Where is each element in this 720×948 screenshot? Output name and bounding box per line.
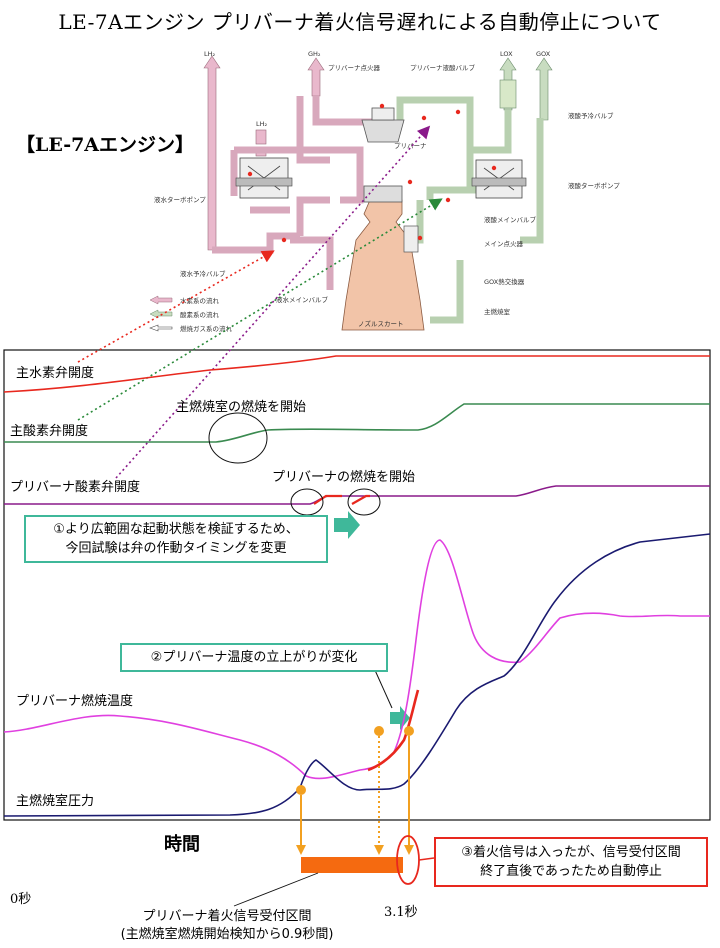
- lh2-turbopump-icon: [235, 157, 293, 199]
- label-lox-precool-valve: 液酸予冷バルブ: [568, 111, 614, 120]
- note3-line1: ③着火信号は入ったが、信号受付区間: [461, 845, 681, 860]
- preburner-icon: [361, 107, 405, 143]
- label-lox: LOX: [500, 50, 513, 58]
- legend-oxygen: 酸素系の流れ: [180, 310, 220, 319]
- window-label-line2: (主燃焼室燃焼開始検知から0.9秒間): [120, 927, 334, 942]
- window-label-line1: プリバーナ着火信号受付区間: [142, 909, 312, 924]
- engine-label: 【LE-7Aエンジン】: [16, 134, 195, 156]
- pb-temp-curve: [3, 539, 710, 780]
- lox-turbopump-icon: [471, 159, 527, 199]
- label-lh2-mid: LH₂: [256, 120, 268, 128]
- hydrogen-piping: [212, 96, 380, 290]
- note2-leader: [373, 667, 393, 709]
- label-gh2: GH₂: [308, 50, 321, 58]
- pb-valve-timing-change: [313, 494, 370, 505]
- note1-box: ①より広範囲な起動状態を検証するため、 今回試験は弁の作動タイミングを変更: [24, 515, 328, 563]
- t-end-label: 3.1秒: [384, 905, 418, 920]
- gox-heat-exchanger-icon: [403, 225, 419, 253]
- chart-frame: [3, 349, 711, 821]
- label-main-combustor: 主燃焼室: [484, 307, 511, 316]
- note2-arrow-icon: [390, 706, 410, 730]
- legend-combustion-gas: 燃焼ガス系の流れ: [180, 324, 233, 333]
- leader-o2-valve: [77, 198, 443, 421]
- main-h2-valve-curve: [3, 355, 710, 393]
- label-lh2-main-valve: 液水メインバルブ: [276, 295, 329, 304]
- time-axis-label: 時間: [164, 834, 200, 855]
- label-mcc-pressure: 主燃焼室圧力: [16, 794, 95, 809]
- valve-markers: [247, 103, 497, 243]
- gh2-outlet-icon: [307, 57, 325, 97]
- label-main-h2-valve: 主水素弁開度: [16, 366, 95, 381]
- label-nozzle-skirt: ノズルスカート: [358, 319, 404, 328]
- label-lh2-turbopump: 液水ターボポンプ: [154, 195, 206, 204]
- nozzle-skirt-icon: [341, 185, 425, 331]
- note2-text: ②プリバーナ温度の立上がりが変化: [150, 650, 358, 665]
- lox-inlet-icon: [499, 57, 517, 111]
- window-label-leader: [233, 872, 319, 907]
- pb-temp-rise-segment: [367, 689, 420, 772]
- note3-box: ③着火信号は入ったが、信号受付区間 終了直後であったため自動停止: [434, 837, 708, 887]
- label-gox-heat-exchanger: GOX熱交換器: [484, 277, 525, 286]
- lh2-inlet-icon: [203, 55, 221, 251]
- label-gox: GOX: [536, 50, 551, 58]
- pb-start-circle-2: [347, 488, 381, 516]
- label-lh2-precool-valve: 液水予冷バルブ: [180, 269, 226, 278]
- note1-arrow-icon: [334, 511, 360, 539]
- label-lox-main-valve: 液酸メインバルブ: [484, 215, 537, 224]
- acceptance-window-bar: [301, 857, 403, 873]
- label-main-igniter: メイン点火器: [484, 240, 524, 248]
- note3-line2: 終了直後であったため自動停止: [480, 864, 662, 879]
- label-preburner: プリバーナ: [394, 142, 427, 150]
- label-preburner-lox-valve: プリバーナ液酸バルブ: [410, 63, 476, 72]
- label-lh2-top: LH₂: [204, 50, 216, 58]
- main-combustion-circle: [208, 412, 268, 464]
- t0-label: 0秒: [10, 892, 32, 907]
- legend-hydrogen: 水素系の流れ: [180, 296, 220, 305]
- note2-box: ②プリバーナ温度の立上がりが変化: [120, 643, 388, 672]
- mcc-pressure-curve: [3, 533, 711, 817]
- oxygen-piping: [396, 96, 544, 324]
- note1-line2: 今回試験は弁の作動タイミングを変更: [65, 541, 287, 556]
- ignition-markers: [296, 726, 414, 855]
- label-pb-o2-valve: プリバーナ酸素弁開度: [10, 480, 141, 495]
- annotation-pb-combustion-start: プリバーナの燃焼を開始: [272, 470, 416, 485]
- gox-outlet-icon: [535, 57, 553, 121]
- main-o2-valve-curve: [4, 403, 710, 443]
- label-pb-temp: プリバーナ燃焼温度: [16, 694, 134, 709]
- annotation-main-combustion-start: 主燃焼室の燃焼を開始: [176, 400, 307, 415]
- page-title: LE-7Aエンジン プリバーナ着火信号遅れによる自動停止について: [58, 10, 662, 34]
- label-lox-turbopump: 液酸ターボポンプ: [568, 181, 620, 190]
- label-preburner-igniter: プリバーナ点火器: [328, 64, 381, 72]
- note1-line1: ①より広範囲な起動状態を検証するため、: [53, 522, 299, 537]
- window-label: プリバーナ着火信号受付区間 (主燃焼室燃焼開始検知から0.9秒間): [96, 908, 358, 944]
- leader-h2-valve: [77, 250, 275, 363]
- leader-pb-valve: [115, 125, 431, 479]
- label-main-o2-valve: 主酸素弁開度: [10, 424, 89, 439]
- shutdown-leader: [418, 857, 435, 861]
